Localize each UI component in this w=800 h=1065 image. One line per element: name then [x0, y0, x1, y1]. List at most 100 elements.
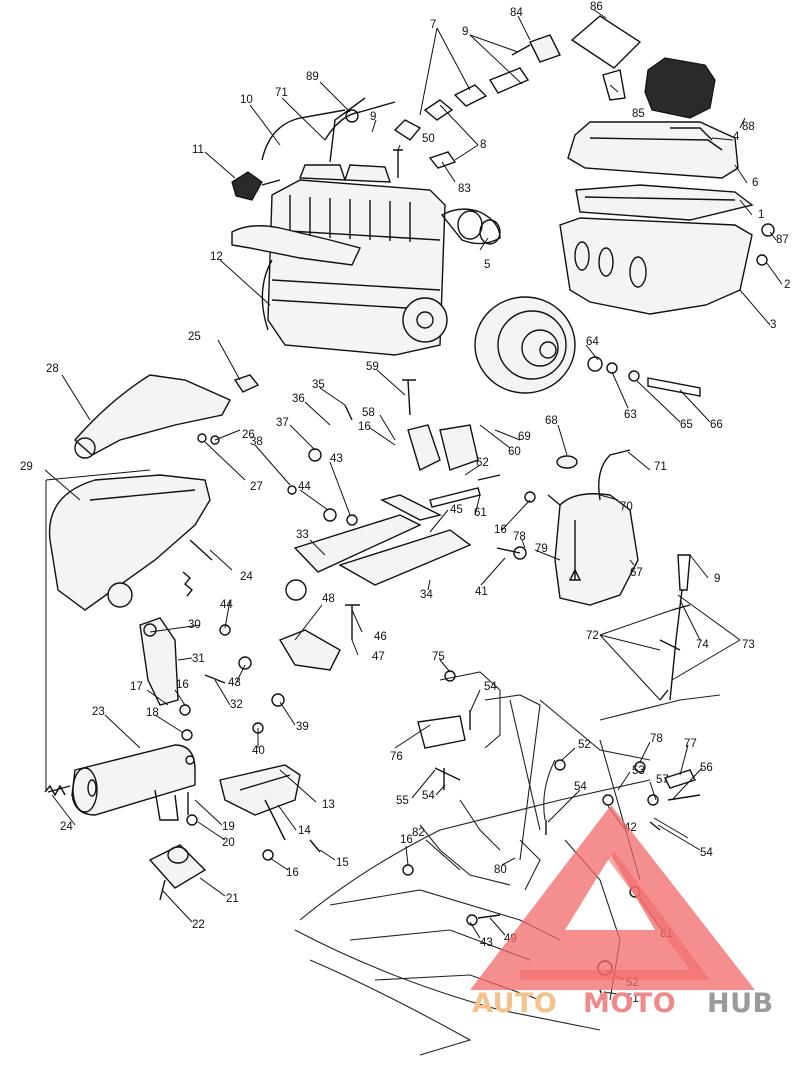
part-callout-24a: 24 — [240, 571, 253, 583]
watermark-word-auto: AUTO — [472, 988, 557, 1019]
clutch-bolt — [587, 356, 701, 397]
part-callout-7: 7 — [430, 19, 436, 31]
part-callout-46: 46 — [374, 631, 387, 643]
part-callout-60: 60 — [508, 446, 521, 458]
part-callout-48: 48 — [322, 593, 335, 605]
part-callout-17: 17 — [130, 681, 143, 693]
part-callout-18: 18 — [146, 707, 159, 719]
part-callout-14: 14 — [298, 825, 311, 837]
part-callout-32: 32 — [230, 699, 243, 711]
part-callout-15: 15 — [336, 857, 349, 869]
part-callout-76: 76 — [390, 751, 403, 763]
part-callout-16d: 16 — [400, 834, 413, 846]
part-callout-57: 57 — [656, 774, 669, 786]
part-callout-54a: 54 — [484, 681, 497, 693]
part-callout-52a: 52 — [578, 739, 591, 751]
part-callout-54c: 54 — [574, 781, 587, 793]
part-callout-82: 82 — [412, 827, 425, 839]
carburetor-parts — [393, 34, 561, 245]
part-callout-39: 39 — [296, 721, 309, 733]
part-callout-87: 87 — [776, 234, 789, 246]
watermark-triangle — [470, 805, 755, 990]
part-callout-86: 86 — [590, 1, 603, 13]
part-callout-54d: 54 — [700, 847, 713, 859]
part-callout-43a: 43 — [330, 453, 343, 465]
part-callout-28: 28 — [46, 363, 59, 375]
part-callout-6: 6 — [752, 177, 758, 189]
part-callout-36: 36 — [292, 393, 305, 405]
part-callout-22: 22 — [192, 919, 205, 931]
part-callout-38: 38 — [250, 436, 263, 448]
part-callout-16a: 16 — [358, 421, 371, 433]
part-callout-9b: 9 — [370, 111, 376, 123]
part-callout-1: 1 — [758, 209, 764, 221]
drive-clutch — [474, 296, 576, 394]
part-callout-66: 66 — [710, 419, 723, 431]
part-callout-78b: 78 — [650, 733, 663, 745]
part-callout-59: 59 — [366, 361, 379, 373]
part-callout-43b: 43 — [228, 677, 241, 689]
part-callout-9c: 9 — [714, 573, 720, 585]
tray-bracket — [219, 764, 321, 861]
part-callout-40: 40 — [252, 745, 265, 757]
mid-brackets — [402, 379, 501, 508]
part-callout-89: 89 — [306, 71, 319, 83]
air-box-assembly — [559, 15, 775, 315]
part-callout-73: 73 — [742, 639, 755, 651]
part-callout-55: 55 — [396, 795, 409, 807]
part-callout-16e: 16 — [286, 867, 299, 879]
part-callout-10: 10 — [240, 94, 253, 106]
part-callout-9a: 9 — [462, 26, 468, 38]
part-callout-44b: 44 — [220, 599, 233, 611]
part-callout-27: 27 — [250, 481, 263, 493]
part-callout-84: 84 — [510, 7, 523, 19]
part-callout-35: 35 — [312, 379, 325, 391]
part-callout-65: 65 — [680, 419, 693, 431]
part-callout-83: 83 — [458, 183, 471, 195]
part-callout-29: 29 — [20, 461, 33, 473]
part-callout-71a: 71 — [275, 87, 288, 99]
watermark-word-hub: HUB — [707, 988, 774, 1019]
part-callout-11: 11 — [192, 144, 204, 156]
part-callout-67: 67 — [630, 567, 643, 579]
part-callout-41: 41 — [475, 586, 488, 598]
part-callout-56: 56 — [700, 762, 713, 774]
part-callout-4: 4 — [733, 131, 740, 143]
tensioner-parts — [417, 554, 691, 749]
part-callout-16b: 16 — [494, 524, 507, 536]
part-callout-30: 30 — [188, 619, 201, 631]
part-callout-68: 68 — [545, 415, 558, 427]
part-callout-31: 31 — [192, 653, 205, 665]
part-callout-62: 62 — [476, 457, 489, 469]
engine-block — [231, 164, 448, 356]
part-callout-80: 80 — [494, 864, 507, 876]
part-callout-50: 50 — [422, 133, 435, 145]
part-callout-51: 51 — [626, 993, 639, 1005]
part-callout-25: 25 — [188, 331, 201, 343]
part-callout-26: 26 — [242, 429, 255, 441]
part-callout-69: 69 — [518, 431, 531, 443]
wiring-harness — [231, 97, 457, 201]
part-callout-2: 2 — [784, 279, 790, 291]
part-callout-79: 79 — [535, 543, 548, 555]
part-callout-71b: 71 — [654, 461, 667, 473]
watermark-word-moto: MOTO — [583, 988, 676, 1019]
part-callout-85: 85 — [632, 108, 645, 120]
part-callout-53: 53 — [632, 765, 645, 777]
part-callout-45: 45 — [450, 504, 463, 516]
part-callout-47: 47 — [372, 651, 385, 663]
part-callout-61: 61 — [474, 507, 487, 519]
exhaust-assembly — [48, 374, 260, 611]
part-callout-23: 23 — [92, 706, 105, 718]
part-callout-37: 37 — [276, 417, 289, 429]
part-callout-19: 19 — [222, 821, 235, 833]
part-callout-70: 70 — [620, 501, 633, 513]
part-callout-75: 75 — [432, 651, 445, 663]
part-callout-63: 63 — [624, 409, 637, 421]
part-callout-33: 33 — [296, 529, 309, 541]
watermark-logo: AUTO MOTO HUB — [470, 805, 774, 1019]
exhaust-brackets — [139, 617, 252, 706]
part-callout-12: 12 — [210, 251, 223, 263]
